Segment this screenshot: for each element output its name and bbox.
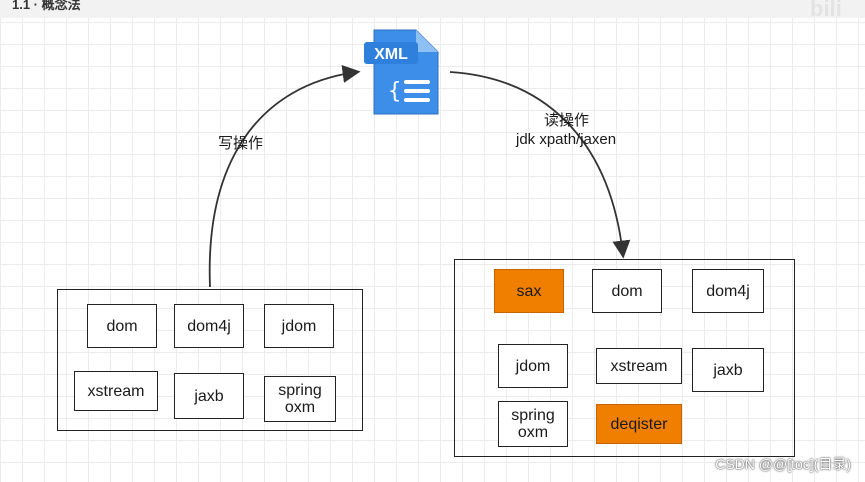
lib-box: dom xyxy=(87,304,157,348)
lib-box: dom xyxy=(592,269,662,313)
csdn-watermark: CSDN @@[toc](目录) xyxy=(715,456,851,472)
lib-box: jdom xyxy=(264,304,334,348)
read-libraries-group xyxy=(454,259,795,457)
lib-box: spring oxm xyxy=(498,401,568,447)
xml-icon-label: XML xyxy=(374,46,408,63)
section-title: 1.1 · 概念法 xyxy=(12,0,81,12)
lib-box: jdom xyxy=(498,344,568,388)
read-operation-label: 读操作 xyxy=(544,112,590,129)
bilibili-logo: bili xyxy=(810,0,842,21)
lib-box: dom4j xyxy=(692,269,764,313)
lib-box: dom4j xyxy=(174,304,244,348)
read-arrow xyxy=(449,71,631,259)
lib-box: spring oxm xyxy=(264,376,336,422)
lib-box: xstream xyxy=(74,371,158,411)
lib-box: jaxb xyxy=(692,348,764,392)
top-bar: 1.1 · 概念法 bili xyxy=(0,0,865,21)
write-libraries-group xyxy=(57,289,363,431)
xml-file-icon: XML { xyxy=(362,28,444,123)
lib-box: jaxb xyxy=(174,373,244,419)
svg-text:{: { xyxy=(388,79,401,104)
write-operation-label: 写操作 xyxy=(218,135,264,152)
lib-box: xstream xyxy=(596,348,682,384)
lib-box-highlighted: sax xyxy=(494,269,564,313)
lib-box-highlighted: deqister xyxy=(596,404,682,444)
read-tools-label: jdk xpath/jaxen xyxy=(516,131,617,148)
write-arrow xyxy=(208,65,361,288)
